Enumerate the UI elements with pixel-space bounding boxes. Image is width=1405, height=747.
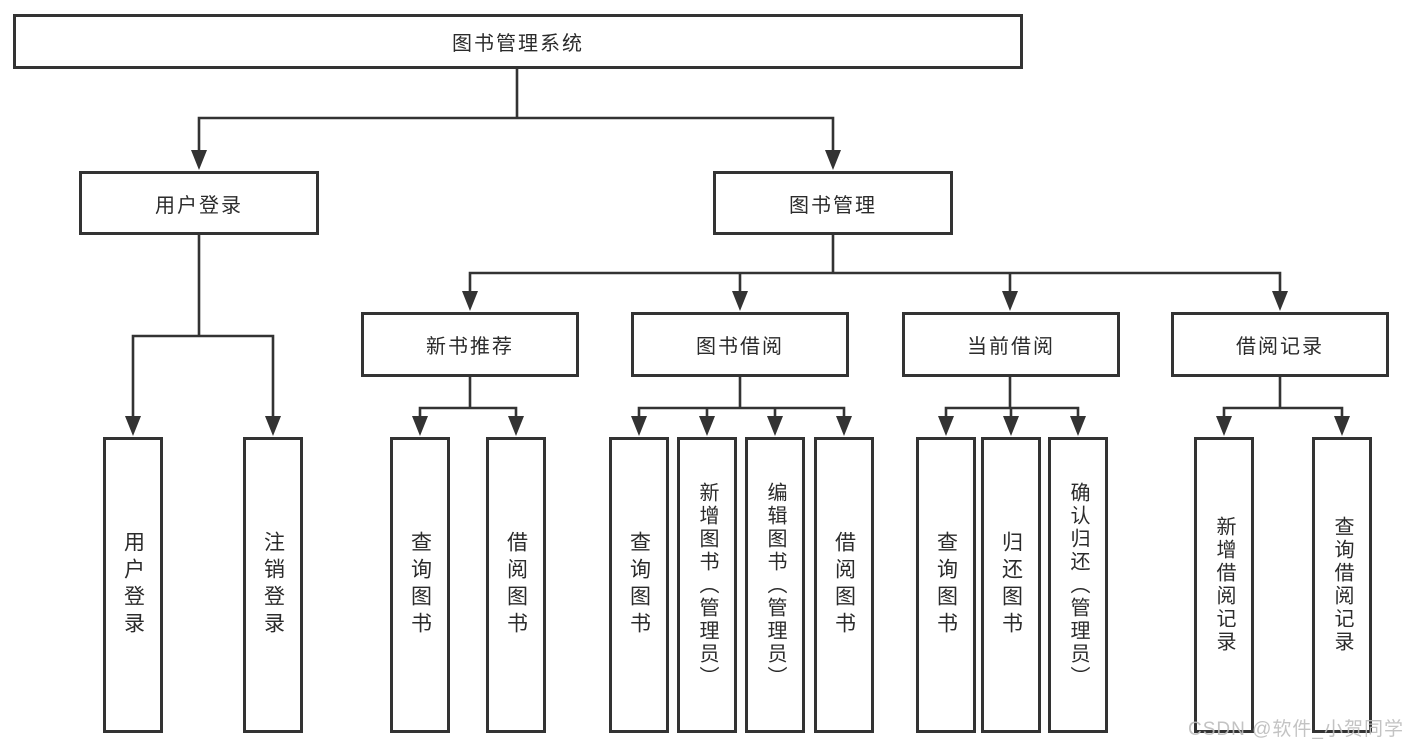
- node-user-login: 用户登录: [79, 171, 319, 235]
- node-borrow-record: 借阅记录: [1171, 312, 1389, 377]
- connector-root-to-level2: [191, 67, 841, 170]
- arrowhead-down-icon: [938, 416, 954, 436]
- arrowhead-down-icon: [1216, 416, 1232, 436]
- arrowhead-down-icon: [767, 416, 783, 436]
- leaf-add-book-admin: 新增图书（管理员）: [677, 437, 737, 733]
- arrowhead-down-icon: [1334, 416, 1350, 436]
- node-label: 用户登录: [155, 194, 243, 217]
- node-label: 新书推荐: [426, 336, 514, 358]
- arrowhead-down-icon: [1272, 291, 1288, 311]
- node-label: 借阅记录: [1236, 336, 1324, 358]
- arrowhead-down-icon: [412, 416, 428, 436]
- leaf-query-book-1: 查询图书: [390, 437, 450, 733]
- node-new-book-recommend: 新书推荐: [361, 312, 579, 377]
- arrowhead-down-icon: [462, 291, 478, 311]
- arrowhead-down-icon: [125, 416, 141, 436]
- arrowhead-down-icon: [508, 416, 524, 436]
- arrowhead-down-icon: [1002, 291, 1018, 311]
- leaf-return-book: 归还图书: [981, 437, 1041, 733]
- leaf-borrow-book-1: 借阅图书: [486, 437, 546, 733]
- leaf-query-borrow-record: 查询借阅记录: [1312, 437, 1372, 733]
- arrowhead-down-icon: [836, 416, 852, 436]
- node-label: 图书借阅: [696, 336, 784, 358]
- node-book-borrow: 图书借阅: [631, 312, 849, 377]
- leaf-edit-book-admin: 编辑图书（管理员）: [745, 437, 805, 733]
- arrowhead-down-icon: [265, 416, 281, 436]
- node-book-management: 图书管理: [713, 171, 953, 235]
- connector-newbook-to-leaves: [412, 375, 524, 436]
- connector-bookmgmt-to-level3: [462, 233, 1288, 311]
- arrowhead-down-icon: [1070, 416, 1086, 436]
- leaf-borrow-book-2: 借阅图书: [814, 437, 874, 733]
- node-label: 图书管理: [789, 194, 877, 217]
- leaf-user-login: 用户登录: [103, 437, 163, 733]
- connector-record-to-leaves: [1216, 375, 1350, 436]
- connector-userlogin-to-leaves: [125, 233, 281, 436]
- leaf-add-borrow-record: 新增借阅记录: [1194, 437, 1254, 733]
- arrowhead-down-icon: [631, 416, 647, 436]
- node-label: 图书管理系统: [452, 33, 584, 55]
- arrowhead-down-icon: [732, 291, 748, 311]
- leaf-confirm-return-admin: 确认归还（管理员）: [1048, 437, 1108, 733]
- node-label: 当前借阅: [967, 336, 1055, 358]
- arrowhead-down-icon: [1003, 416, 1019, 436]
- csdn-watermark: CSDN @软件_小贺同学: [1188, 719, 1404, 740]
- connector-current-to-leaves: [938, 375, 1086, 436]
- leaf-query-book-2: 查询图书: [609, 437, 669, 733]
- node-current-borrow: 当前借阅: [902, 312, 1120, 377]
- leaf-logout: 注销登录: [243, 437, 303, 733]
- arrowhead-down-icon: [825, 150, 841, 170]
- connector-borrow-to-leaves: [631, 375, 852, 436]
- arrowhead-down-icon: [699, 416, 715, 436]
- arrowhead-down-icon: [191, 150, 207, 170]
- leaf-query-book-3: 查询图书: [916, 437, 976, 733]
- node-library-system: 图书管理系统: [13, 14, 1023, 69]
